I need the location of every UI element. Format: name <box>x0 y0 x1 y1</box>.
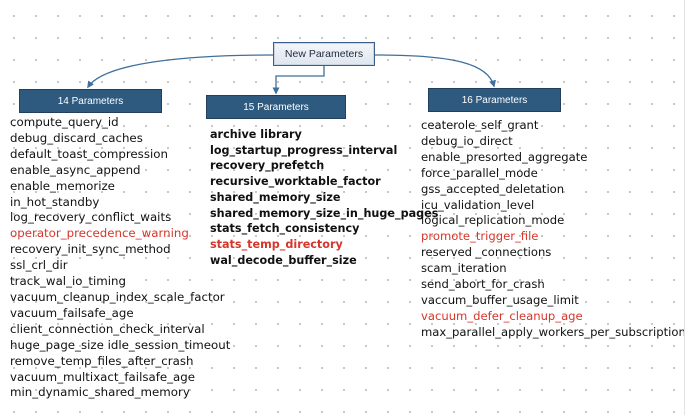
parameter-item: in_hot_standby <box>10 194 100 209</box>
parameter-item: recursive_worktable_factor <box>210 175 381 189</box>
parameter-item: reserved _connections <box>421 245 552 260</box>
parameter-item: enable_presorted_aggregate <box>421 149 588 164</box>
new-parameters-label: New Parameters <box>284 48 364 60</box>
parameter-item: wal_decode_buffer_size <box>210 253 357 267</box>
parameter-item: icu_validation_level <box>421 197 535 212</box>
parameter-item: vacuum_cleanup_index_scale_factor <box>10 289 225 304</box>
parameter-item: scam_iteration <box>421 261 507 276</box>
connector-to-16 <box>374 54 496 88</box>
parameter-item: min_dynamic_shared_memory <box>10 385 190 400</box>
parameter-item: stats_temp_directory <box>210 237 343 251</box>
parameter-item: debug_io_direct <box>421 133 513 148</box>
parameter-list-15: archive library log_startup_progress_inte… <box>210 127 438 268</box>
parameter-item: operator_precedence_warning <box>10 226 189 241</box>
category-label-16: 16 Parameters <box>461 94 528 106</box>
parameter-item: stats_fetch_consistency <box>210 222 360 236</box>
connector-to-14 <box>87 54 274 89</box>
parameter-item: client_connection_check_interval <box>10 321 205 336</box>
parameter-item: send_abort_for_crash <box>421 277 545 292</box>
category-label-14: 14 Parameters <box>57 95 124 107</box>
parameter-item: track_wal_io_timing <box>10 274 127 289</box>
parameter-item: log_recovery_conflict_waits <box>10 210 172 225</box>
category-box-14: 14 Parameters <box>19 89 162 113</box>
parameter-item: force_parallel_mode <box>421 165 538 180</box>
parameter-item: huge_page_size idle_session_timeout <box>10 337 231 352</box>
parameter-item: shared_memory_size <box>210 190 341 204</box>
parameter-item: enable_async_append <box>10 162 141 177</box>
parameter-item: archive library <box>210 128 302 141</box>
parameter-item: ceaterole_self_grant <box>421 118 539 132</box>
category-label-15: 15 Parameters <box>243 101 309 113</box>
parameter-item: max_parallel_apply_workers_per_subscript… <box>421 324 685 339</box>
category-box-16: 16 Parameters <box>428 88 561 112</box>
parameter-item: shared_memory_size_in_huge_pages <box>210 206 439 220</box>
parameter-item: default_toast_compression <box>10 146 168 161</box>
parameter-item: recovery_init_sync_method <box>10 242 171 257</box>
parameter-item: vacuum_multixact_failsafe_age <box>10 369 196 384</box>
parameter-item: log_startup_progress_interval <box>210 143 398 157</box>
parameter-item: ssl_crl_dir <box>10 258 68 273</box>
parameter-item: enable_memorize <box>10 178 115 193</box>
parameter-item: logical_replication_mode <box>421 213 565 228</box>
parameter-item: debug_discard_caches <box>10 130 143 145</box>
parameter-item: gss_accepted_deletation <box>421 181 565 196</box>
category-box-15: 15 Parameters <box>206 95 346 119</box>
parameter-item: remove_temp_files_after_crash <box>10 353 194 368</box>
parameter-item: vacuum_failsafe_age <box>10 305 134 320</box>
parameter-item: vaccum_buffer_usage_limit <box>421 292 579 307</box>
parameter-item: promote_trigger_file <box>421 229 539 244</box>
parameter-item: recovery_prefetch <box>210 159 325 173</box>
parameter-item: vacuum_defer_cleanup_age <box>421 308 583 323</box>
new-parameters-box: New Parameters <box>273 42 375 66</box>
connector-to-15 <box>272 66 325 95</box>
parameter-item: compute_query_id <box>10 115 119 129</box>
